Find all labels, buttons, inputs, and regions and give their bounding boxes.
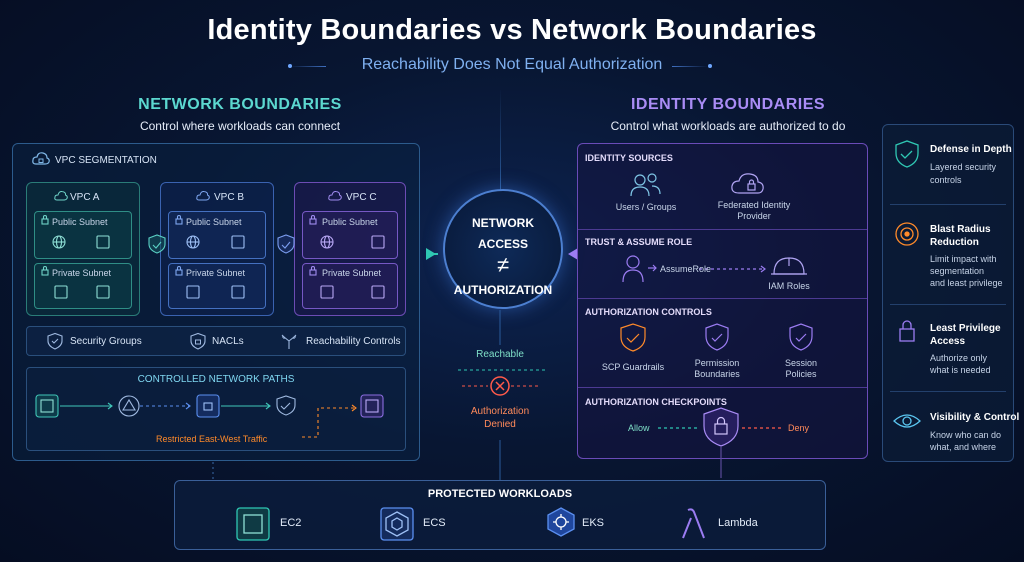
permission-label-2: Boundaries: [694, 369, 740, 379]
network-subheading: Control where workloads can connect: [139, 119, 341, 133]
vpc-c-private-label: Private Subnet: [322, 268, 382, 278]
identity-divider-1: [578, 229, 867, 230]
vpc-b-public-subnet: [168, 211, 266, 259]
vpc-inner-icons: [41, 215, 385, 299]
center-network: NETWORK: [472, 216, 534, 230]
network-heading: NETWORK BOUNDARIES: [138, 96, 342, 113]
side-least-title-2: Access: [930, 336, 966, 347]
allow-label: Allow: [628, 423, 650, 433]
controlled-paths-title: CONTROLLED NETWORK PATHS: [137, 374, 295, 385]
vpc-b-label: VPC B: [214, 192, 245, 203]
side-blast-desc-3: and least privilege: [930, 278, 1003, 288]
reachability-controls-label: Reachability Controls: [306, 336, 401, 347]
center-access: ACCESS: [477, 237, 528, 251]
identity-subheading: Control what workloads are authorized to…: [610, 119, 846, 133]
vpc-c-label: VPC C: [346, 192, 377, 203]
identity-divider-3: [578, 387, 867, 388]
protected-workloads-panel: [174, 480, 826, 550]
vpc-b-cloud-icon: [196, 190, 210, 201]
workload-lambda: Lambda: [718, 517, 758, 529]
side-divider-3: [890, 391, 1006, 392]
iam-roles-label: IAM Roles: [768, 281, 810, 291]
nacls-label: NACLs: [212, 336, 244, 347]
controls-bar: [26, 326, 406, 356]
vpc-a-cloud-icon: [54, 190, 68, 201]
side-defense-desc-2: controls: [930, 175, 962, 185]
cloud-lock-icon: [32, 152, 50, 165]
identity-heading: IDENTITY BOUNDARIES: [630, 96, 826, 113]
vpc-b-private-label: Private Subnet: [186, 268, 246, 278]
workload-ecs: ECS: [423, 517, 446, 529]
side-divider-1: [890, 204, 1006, 205]
deny-label: Deny: [788, 423, 810, 433]
side-blast-title-2: Reduction: [930, 237, 979, 248]
protected-workloads-title: PROTECTED WORKLOADS: [427, 488, 573, 500]
side-blast-title: Blast Radius: [930, 224, 991, 235]
nacl-shield-icon: [190, 332, 206, 350]
restricted-traffic-label: Restricted East-West Traffic: [156, 434, 268, 444]
side-least-desc-2: what is needed: [930, 365, 991, 375]
side-visibility-title: Visibility & Control: [930, 412, 1020, 423]
authz-controls-title: AUTHORIZATION CONTROLS: [585, 307, 712, 317]
permission-label-1: Permission: [694, 358, 740, 368]
vpc-a-private-subnet: [34, 263, 132, 309]
center-divider-top: [500, 90, 501, 190]
federated-label-2: Provider: [737, 211, 771, 221]
vpc-c-public-subnet: [302, 211, 398, 259]
vpc-segmentation-label: VPC SEGMENTATION: [55, 155, 157, 166]
federated-label-1: Federated Identity: [717, 200, 791, 210]
vpc-a-public-subnet: [34, 211, 132, 259]
assume-role-label: AssumeRole: [660, 264, 712, 274]
authz-checkpoints-title: AUTHORIZATION CHECKPOINTS: [585, 397, 727, 407]
side-blast-desc-1: Limit impact with: [930, 254, 997, 264]
security-groups-label: Security Groups: [70, 336, 142, 347]
workload-ec2: EC2: [280, 517, 302, 529]
security-groups-shield-icon: [47, 332, 63, 350]
side-least-title: Least Privilege: [930, 323, 1001, 334]
subtitle-dot-left: [288, 64, 292, 68]
vpc-a-label: VPC A: [70, 192, 100, 203]
identity-panel: [577, 143, 868, 459]
denied-label-1: Authorization: [470, 406, 530, 417]
subtitle-dot-right: [708, 64, 712, 68]
network-paths-diagram: [35, 394, 384, 438]
vpc-c-cloud-icon: [328, 190, 342, 201]
vpc-a-private-label: Private Subnet: [52, 268, 112, 278]
center-not-equal: ≠: [496, 252, 510, 277]
workload-eks: EKS: [582, 517, 605, 529]
vpc-b-public-label: Public Subnet: [186, 217, 242, 227]
reachable-label: Reachable: [476, 349, 524, 360]
subtitle-line-right: [672, 66, 708, 67]
identity-divider-2: [578, 298, 867, 299]
scp-label: SCP Guardrails: [601, 362, 665, 372]
center-authorization: AUTHORIZATION: [453, 283, 553, 297]
subtitle-line-left: [290, 66, 326, 67]
page-subtitle: Reachability Does Not Equal Authorizatio…: [361, 56, 663, 73]
identity-sources-title: IDENTITY SOURCES: [585, 153, 673, 163]
side-benefits-card: [882, 124, 1014, 462]
side-least-desc-1: Authorize only: [930, 353, 988, 363]
users-groups-label: Users / Groups: [615, 202, 677, 212]
session-label-1: Session: [784, 358, 818, 368]
trust-assume-title: TRUST & ASSUME ROLE: [585, 237, 693, 247]
side-visibility-desc-2: what, and where: [930, 442, 997, 452]
side-defense-desc-1: Layered security: [930, 162, 997, 172]
side-divider-2: [890, 304, 1006, 305]
page-title: Identity Boundaries vs Network Boundarie…: [207, 14, 817, 46]
session-label-2: Policies: [785, 369, 817, 379]
side-visibility-desc-1: Know who can do: [930, 430, 1002, 440]
side-defense-title: Defense in Depth: [930, 144, 1012, 155]
side-blast-desc-2: segmentation: [930, 266, 985, 276]
vpc-c-public-label: Public Subnet: [322, 217, 378, 227]
center-circle: [443, 189, 563, 309]
vpc-b-private-subnet: [168, 263, 266, 309]
denied-label-2: Denied: [484, 419, 516, 430]
reachability-arrows-icon: [281, 334, 297, 349]
vpc-a-public-label: Public Subnet: [52, 217, 108, 227]
